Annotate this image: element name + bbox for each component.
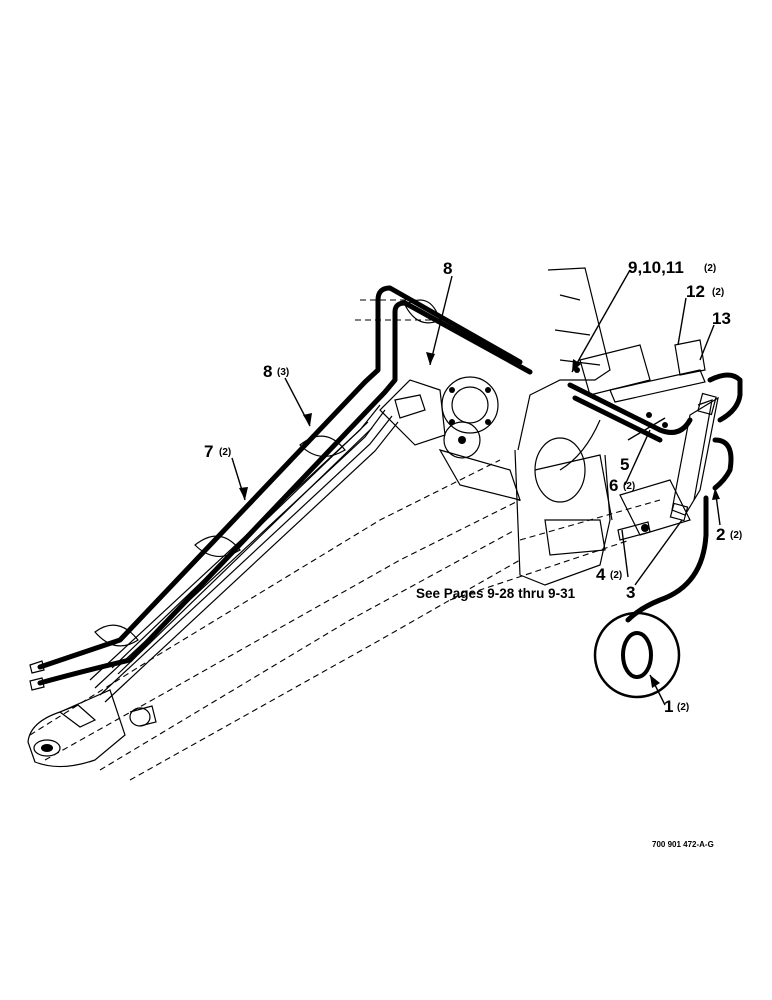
callout-number: 12 [686,282,705,301]
see-pages-note: See Pages 9-28 thru 9-31 [416,586,576,601]
upright-frame [514,267,613,586]
callout-number: 4 [596,565,606,584]
leader-lines [231,269,721,706]
callout-number: 1 [664,697,673,716]
callout-number: 8 [263,362,272,381]
callout-quantity: (2) [730,530,742,541]
callout-number: 3 [626,583,635,602]
hose-clamps-item-8 [94,299,441,647]
callout-1: 1 (2) [664,697,689,716]
callout-8-mid: 8 (3) [263,362,289,381]
callout-number: 8 [443,259,452,278]
callout-number: 9,10,11 [628,258,684,277]
hose-coil [593,611,681,699]
callout-quantity: (2) [712,287,724,298]
tongue-frame [29,299,661,781]
callout-2: 2 (2) [716,525,742,544]
callout-7: 7 (2) [204,442,231,461]
callout-number: 7 [204,442,213,461]
callout-9-10-11: 9,10,11 (2) [628,258,716,277]
callout-3: 3 [626,583,635,602]
callout-6: 6 (2) [609,476,635,495]
drawing-number: 700 901 472-A-G [652,840,714,849]
callout-5: 5 [620,455,629,474]
callout-number: 5 [620,455,629,474]
tube-bundle [89,404,399,703]
callout-number: 6 [609,476,618,495]
callout-quantity: (2) [219,447,231,458]
callout-8-top: 8 [443,259,452,278]
gearbox-hub [379,376,521,501]
callout-12: 12 (2) [686,282,724,301]
cylinder-bracket [574,339,706,541]
callout-13: 13 [712,309,731,328]
hose-pair-item-7 [29,285,533,691]
callout-4: 4 (2) [596,565,622,584]
callout-quantity: (2) [704,263,716,274]
callout-quantity: (3) [277,367,289,378]
callout-number: 2 [716,525,725,544]
callout-quantity: (2) [623,481,635,492]
hitch-tip [27,689,157,768]
callout-quantity: (2) [610,570,622,581]
hydraulic-cylinder [669,392,719,522]
callout-number: 13 [712,309,731,328]
callout-quantity: (2) [677,702,689,713]
